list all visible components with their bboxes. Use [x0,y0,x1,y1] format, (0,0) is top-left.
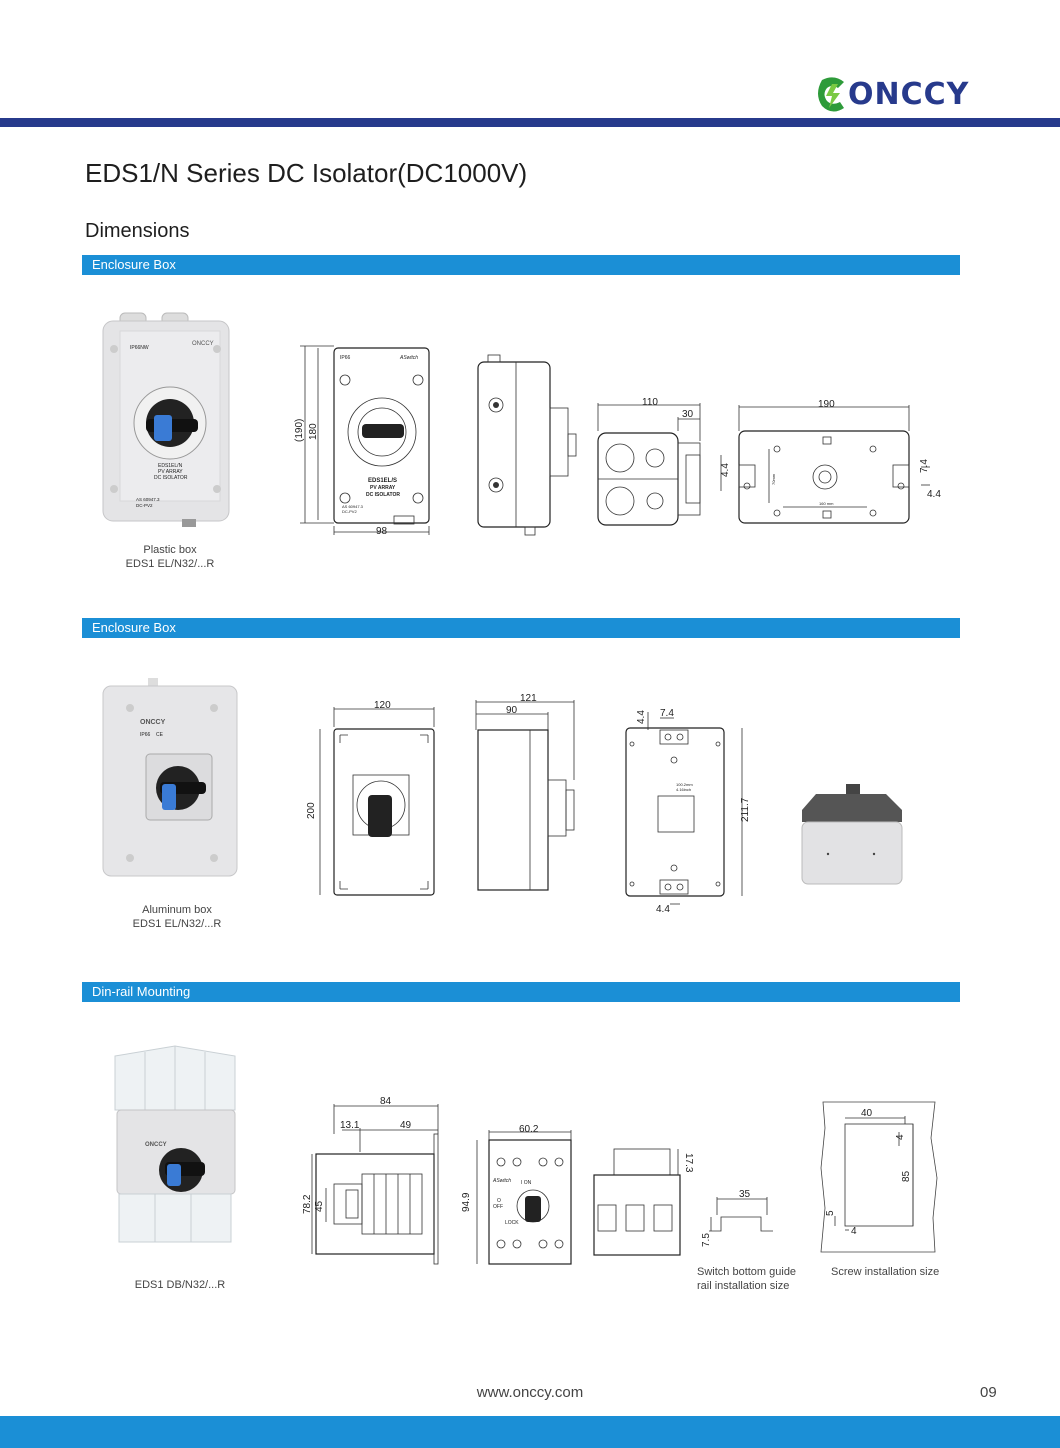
page-subtitle: Dimensions [85,220,190,242]
aluminum-side-drawing: 121 90 [475,693,575,891]
caption-plastic-box: Plastic box EDS1 EL/N32/...R [110,543,230,571]
caption-aluminum-box: Aluminum box EDS1 EL/N32/...R [117,903,237,931]
dim-din-top-height: 17.3 [683,1153,694,1173]
dim-aluminum-side-total: 121 [520,693,537,704]
photo1-label-pv2: DC-PV2 [136,503,153,508]
caption-plastic-box-line1: Plastic box [143,544,197,556]
caption-rail: Switch bottom guide rail installation si… [697,1265,796,1293]
photo1-label-std: AS 60947.3 [136,497,160,502]
photo2-label-ce: CE [156,732,164,738]
dim-aluminum-back-inner-a: 100.2mm [676,782,693,787]
photo2-label-brand: ONCCY [140,719,166,726]
dim-plastic-width: 98 [376,526,388,537]
dim-plastic-depth: 110 [642,397,658,408]
logo-text: ONCCY [848,77,970,112]
dim-plastic-back-hole-a: 7.4 [919,459,930,473]
dim-plastic-back-inner-h: 70mm [771,473,776,485]
din-front-drawing: ASwitch I ON O OFF LOCK 60.2 94.9 [461,1124,572,1265]
dim-aluminum-back-bottom: 4.4 [656,904,670,915]
screw-installation-drawing: 40 4 85 5 4 [820,1101,938,1253]
dim-screw-c: 4 [851,1226,857,1237]
dim-plastic-height: 180 [308,423,319,440]
dim-din-front-height: 94.9 [461,1192,472,1212]
din-front-label-o: O [497,1198,501,1204]
plastic-back-drawing: 190 70mm 160 mm 7.4 4.4 [738,399,941,524]
aluminum-box-photo: ONCCY IP66 CE [102,678,238,877]
dim-din-side-b: 49 [400,1120,412,1131]
din-top-drawing: 17.3 [593,1148,694,1256]
photo1-label-dc: DC ISOLATOR [154,475,188,481]
front1-label-std: AS 60947.3 [342,504,364,509]
section-header-din-rail: Din-rail Mounting [82,982,960,1002]
plastic-box-photo: IP66NW ONCCY EDS1EL/N PV ARRAY DC ISOLAT… [102,312,230,527]
dim-din-side-h2: 45 [314,1200,325,1212]
din-side-drawing: 84 13.1 49 78.2 45 [302,1096,439,1265]
front1-label-model: EDS1EL/S [368,478,397,484]
top-accent-bar [0,118,1060,127]
footer-website: www.onccy.com [476,1384,584,1401]
caption-din-rail-line1: EDS1 DB/N32/...R [134,1279,226,1291]
dim-screw-b: 5 [825,1210,836,1216]
din-rail-switch-photo: ONCCY LOCK [114,1045,236,1243]
caption-rail-line2: rail installation size [697,1280,790,1292]
aluminum-back-drawing: 211.7 4.4 7.4 4.4 100.2mm 4.16inch [625,708,751,915]
dim-din-side-a: 13.1 [340,1120,360,1131]
photo1-label-brand: ONCCY [192,341,214,347]
page-title: EDS1/N Series DC Isolator(DC1000V) [85,158,528,188]
dim-aluminum-side-depth: 90 [506,705,518,716]
photo3-label-brand: ONCCY [145,1142,167,1148]
front1-label-dc: DC ISOLATOR [366,492,400,498]
front1-label-brand: ASwitch [399,355,418,361]
dim-aluminum-height: 200 [306,802,317,819]
din-rail-profile-drawing: 35 7.5 [701,1189,773,1247]
dim-aluminum-back-inner-b: 4.16inch [676,787,691,792]
caption-din-rail: EDS1 DB/N32/...R [120,1278,240,1292]
page-number: 09 [980,1384,997,1401]
dim-plastic-offset: 4.4 [720,463,731,477]
din-front-label-on: I ON [521,1180,532,1186]
dim-screw-width: 40 [861,1108,873,1119]
dim-aluminum-back-height: 211.7 [740,797,751,822]
aluminum-box-bottom-render [801,784,903,885]
dim-rail-width: 35 [739,1189,751,1200]
dim-din-side-h1: 78.2 [302,1194,313,1214]
din-front-label-brand: ASwitch [492,1178,511,1184]
section-header-enclosure-aluminum: Enclosure Box [82,618,960,638]
caption-aluminum-box-line1: Aluminum box [142,904,212,916]
din-front-label-lock: LOCK [505,1220,519,1226]
plastic-top-drawing: 110 30 4.4 [597,397,731,526]
dim-screw-height: 85 [901,1170,912,1182]
plastic-side-drawing [477,354,577,536]
photo2-label-ip: IP66 [140,732,151,738]
front1-label-ip: IP66 [340,355,351,361]
caption-screw-line1: Screw installation size [831,1266,940,1278]
aluminum-front-drawing: 120 200 [306,700,435,896]
caption-aluminum-box-line2: EDS1 EL/N32/...R [132,918,222,930]
front1-label-pv2: DC-PV2 [342,509,357,514]
photo1-label-model: EDS1EL/N [158,463,183,469]
dim-aluminum-back-top-a: 4.4 [636,710,647,724]
plastic-front-drawing: IP66 ASwitch EDS1EL/S PV ARRAY DC ISOLAT… [294,345,430,537]
caption-plastic-box-line2: EDS1 EL/N32/...R [125,558,215,570]
caption-screw: Screw installation size [831,1265,939,1279]
photo1-label-pv: PV ARRAY [158,469,183,475]
bottom-accent-bar [0,1416,1060,1448]
dim-rail-height: 7.5 [701,1233,712,1247]
dim-plastic-back-inner-w: 160 mm [819,501,834,506]
dim-din-side-total: 84 [380,1096,392,1107]
caption-rail-line1: Switch bottom guide [697,1266,797,1278]
dim-plastic-back-width: 190 [818,399,835,410]
section-header-enclosure-plastic: Enclosure Box [82,255,960,275]
dim-plastic-knob: 30 [682,409,694,420]
dim-plastic-height-ref: (190) [294,419,305,442]
dim-aluminum-back-top-b: 7.4 [660,708,674,719]
front1-label-pv: PV ARRAY [370,485,396,491]
dim-aluminum-width: 120 [374,700,391,711]
dim-screw-a: 4 [895,1134,906,1140]
din-front-label-off: OFF [493,1204,503,1210]
dim-din-front-width: 60.2 [519,1124,539,1135]
brand-logo: ONCCY [818,74,969,114]
dim-plastic-back-hole-b: 4.4 [927,489,941,500]
photo1-label-ip: IP66NW [130,345,149,351]
